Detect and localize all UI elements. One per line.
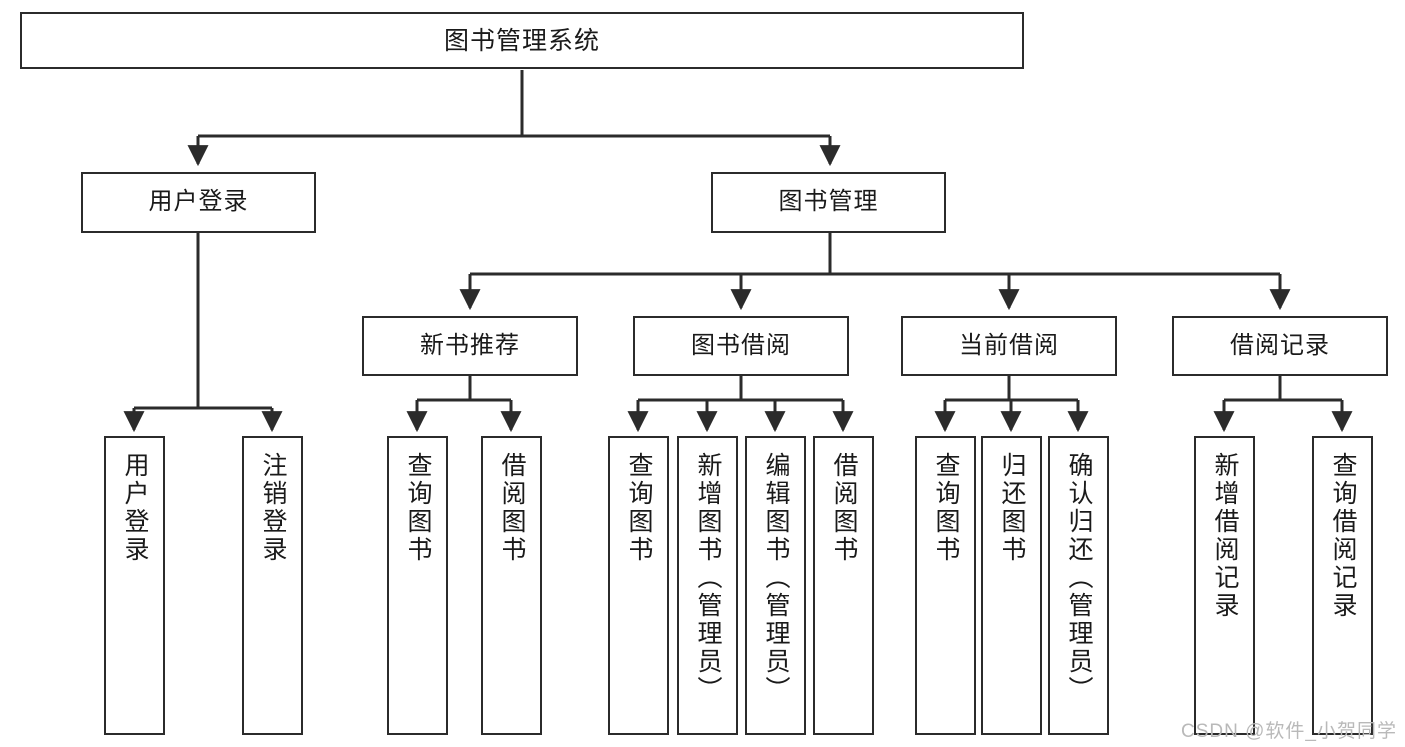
leaf-return-book[interactable]: 归还图书 [981, 436, 1042, 735]
leaf-add-borrow-record[interactable]: 新增借阅记录 [1194, 436, 1255, 735]
node-label: 确认归还（管理员） [1065, 452, 1093, 704]
node-book-management[interactable]: 图书管理 [711, 172, 946, 233]
node-current-borrow[interactable]: 当前借阅 [901, 316, 1117, 376]
node-label: 图书管理 [778, 188, 879, 216]
node-root-book-management-system[interactable]: 图书管理系统 [20, 12, 1024, 69]
leaf-query-book-current[interactable]: 查询图书 [915, 436, 976, 735]
node-label: 新增图书（管理员） [694, 452, 722, 704]
node-label: 当前借阅 [959, 331, 1059, 359]
node-label: 借阅图书 [498, 452, 526, 564]
leaf-query-book-new-recommend[interactable]: 查询图书 [387, 436, 448, 735]
leaf-query-borrow-record[interactable]: 查询借阅记录 [1312, 436, 1373, 735]
node-label: 新增借阅记录 [1211, 452, 1239, 620]
node-user-login[interactable]: 用户登录 [81, 172, 316, 233]
node-label: 图书借阅 [691, 331, 791, 359]
node-label: 查询图书 [404, 452, 432, 564]
leaf-borrow-book[interactable]: 借阅图书 [813, 436, 874, 735]
node-book-borrow[interactable]: 图书借阅 [633, 316, 849, 376]
leaf-user-login[interactable]: 用户登录 [104, 436, 165, 735]
node-label: 借阅图书 [830, 452, 858, 564]
node-label: 借阅记录 [1230, 331, 1330, 359]
leaf-logout-login[interactable]: 注销登录 [242, 436, 303, 735]
leaf-edit-book-admin[interactable]: 编辑图书（管理员） [745, 436, 806, 735]
leaf-confirm-return-admin[interactable]: 确认归还（管理员） [1048, 436, 1109, 735]
node-label: 查询图书 [932, 452, 960, 564]
node-label: 查询借阅记录 [1329, 452, 1357, 620]
node-new-book-recommend[interactable]: 新书推荐 [362, 316, 578, 376]
node-label: 查询图书 [625, 452, 653, 564]
leaf-add-book-admin[interactable]: 新增图书（管理员） [677, 436, 738, 735]
node-borrow-record[interactable]: 借阅记录 [1172, 316, 1388, 376]
node-label: 注销登录 [259, 452, 287, 564]
node-label: 编辑图书（管理员） [762, 452, 790, 704]
node-label: 用户登录 [148, 188, 249, 216]
node-label: 归还图书 [998, 452, 1026, 564]
leaf-borrow-book-new-recommend[interactable]: 借阅图书 [481, 436, 542, 735]
node-label: 新书推荐 [420, 331, 520, 359]
leaf-query-book-borrow[interactable]: 查询图书 [608, 436, 669, 735]
csdn-watermark: CSDN @软件_小贺同学 [1181, 721, 1397, 742]
node-label: 用户登录 [121, 452, 149, 564]
node-label: 图书管理系统 [443, 26, 600, 55]
